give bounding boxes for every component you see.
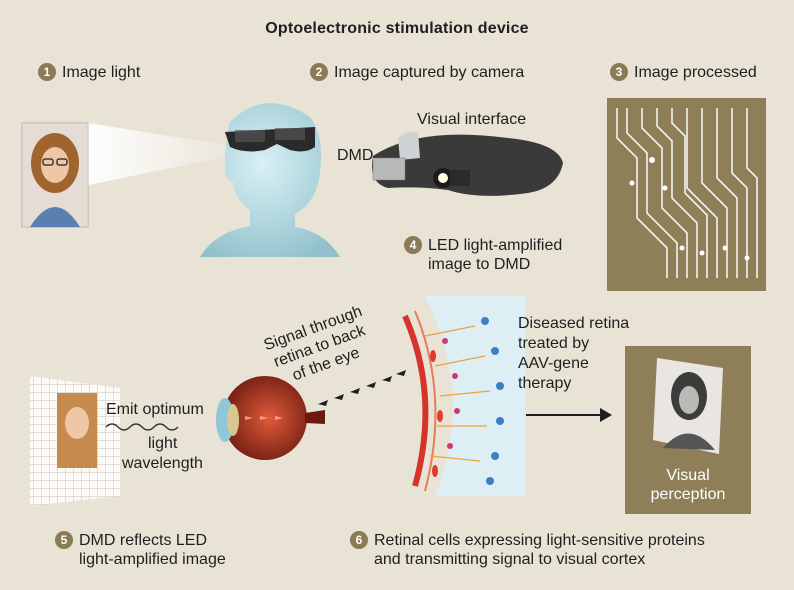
step-5: 5 DMD reflects LED light-amplified image	[55, 531, 226, 569]
step-3-text: Image processed	[634, 64, 757, 81]
diagram-title: Optoelectronic stimulation device	[265, 20, 529, 37]
circuit-pattern	[616, 108, 758, 278]
visual-perception-label: Visual perception	[625, 466, 751, 504]
emit-label-line2: light	[148, 435, 178, 452]
diseased-label-line1: Diseased retina	[518, 315, 630, 332]
goggles-device-illustration	[372, 131, 563, 196]
step-2: 2 Image captured by camera	[310, 63, 524, 82]
right-arrow-icon	[526, 408, 612, 422]
emit-label-line3: wavelength	[122, 455, 203, 472]
light-beam	[88, 123, 225, 185]
visual-interface-label: Visual interface	[417, 111, 527, 128]
step-1-text: Image light	[62, 64, 141, 81]
visual-perception-panel: Visual perception	[625, 346, 751, 514]
step-2-number: 2	[310, 63, 328, 81]
image-processed-panel	[607, 98, 766, 291]
perception-label-line1: Visual	[666, 467, 710, 484]
diseased-label-line2: treated by	[518, 335, 590, 352]
step-6-text-line1: Retinal cells expressing light-sensitive…	[374, 532, 705, 549]
diseased-retina-label: Diseased retina treated by AAV-gene ther…	[518, 314, 629, 394]
diseased-label-line3: AAV-gene	[518, 355, 589, 372]
perception-photo	[653, 358, 723, 454]
step-4-text-line1: LED light-amplified	[428, 237, 563, 254]
dmd-reflected-image-illustration	[30, 376, 120, 506]
step-5-number: 5	[55, 531, 73, 549]
step-1-number: 1	[38, 63, 56, 81]
diseased-label-line4: therapy	[518, 375, 572, 392]
step-6-text-line2: and transmitting signal to visual cortex	[374, 551, 646, 568]
step-4-number: 4	[404, 236, 422, 254]
head-with-glasses-illustration	[200, 103, 340, 258]
emit-label-line1: Emit optimum	[106, 401, 204, 418]
step-6-number: 6	[350, 531, 368, 549]
step-2-text: Image captured by camera	[334, 64, 525, 81]
step-5-text-line1: DMD reflects LED	[79, 532, 208, 549]
step-6: 6 Retinal cells expressing light-sensiti…	[350, 531, 705, 569]
dmd-chip	[372, 157, 406, 181]
wave-icon	[105, 423, 179, 431]
step-3-number: 3	[610, 63, 628, 81]
eye-illustration	[216, 376, 325, 460]
perception-label-line2: perception	[650, 486, 726, 503]
image-light-illustration	[21, 122, 225, 228]
step-5-text-line2: light-amplified image	[79, 551, 226, 568]
step-3: 3 Image processed	[610, 63, 757, 82]
retina-cells-illustration	[402, 296, 525, 496]
signal-arrows	[318, 370, 406, 406]
dmd-label: DMD	[337, 147, 374, 164]
step-1: 1 Image light	[38, 63, 140, 82]
step-4: 4 LED light-amplified image to DMD	[404, 236, 562, 274]
step-4-text-line2: image to DMD	[428, 256, 531, 273]
portrait-photo	[21, 122, 89, 228]
